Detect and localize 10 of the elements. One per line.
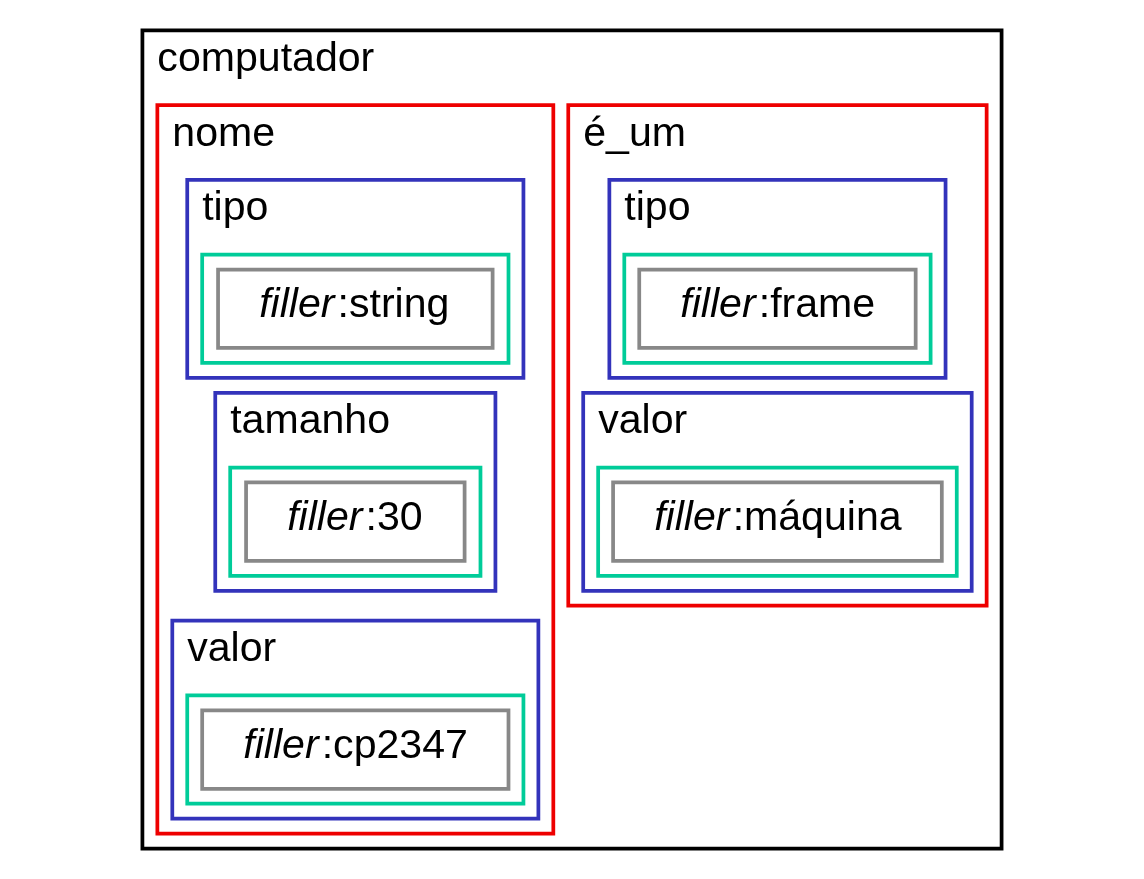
cluster [228, 465, 483, 578]
node-box: filler:string [216, 267, 495, 350]
cluster [185, 693, 526, 806]
cluster [200, 252, 511, 365]
cluster [596, 465, 959, 578]
node-box: filler:máquina [611, 480, 944, 563]
node-box: filler:30 [244, 480, 467, 563]
cluster [622, 252, 933, 365]
node-box: filler:frame [637, 267, 918, 350]
node-box: filler:cp2347 [200, 708, 511, 791]
